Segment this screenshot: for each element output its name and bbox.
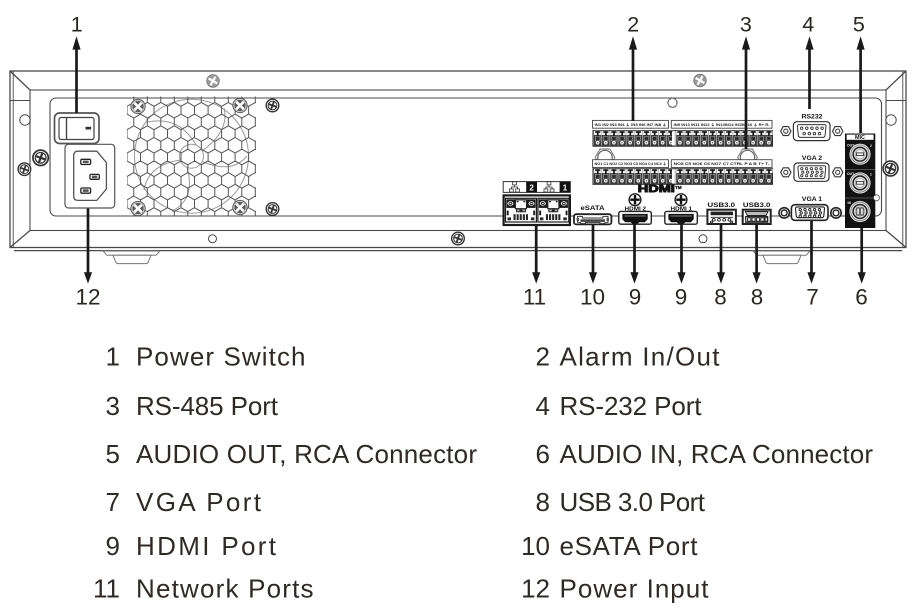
svg-text:4: 4 [536,391,550,421]
svg-text:11: 11 [93,574,120,604]
svg-text:8: 8 [751,284,764,309]
svg-text:2: 2 [536,341,550,371]
svg-text:3: 3 [740,13,752,37]
svg-text:Power Input: Power Input [560,574,710,604]
svg-text:10: 10 [580,284,605,309]
svg-text:VGA 2: VGA 2 [802,155,822,162]
svg-text:OUT: OUT [847,143,855,147]
svg-text:VGA 1: VGA 1 [802,196,822,203]
svg-text:VGA Port: VGA Port [136,487,262,517]
svg-text:2: 2 [627,13,639,37]
svg-text:5: 5 [106,439,120,469]
svg-text:USB 3.0 Port: USB 3.0 Port [560,487,706,517]
svg-text:Network Ports: Network Ports [136,574,314,604]
svg-text:NO1 C1 NO2 C2 NO3 C3 NO4 C4 NC: NO1 C1 NO2 C2 NO3 C3 NO4 C4 NC4 ⏚ [595,161,667,166]
svg-text:8: 8 [714,284,727,309]
svg-text:7: 7 [106,487,120,517]
svg-text:9: 9 [106,531,120,561]
svg-text:4: 4 [802,13,814,37]
svg-text:Alarm In/Out: Alarm In/Out [560,341,721,371]
svg-text:NO5 C5 NO6 C6 NO7 C7 CTRL P A: NO5 C5 NO6 C6 NO7 C7 CTRL P A B T+ T- [674,162,771,166]
svg-text:AUDIO IN, RCA Connector: AUDIO IN, RCA Connector [560,439,874,469]
svg-text:RS-232 Port: RS-232 Port [560,391,703,421]
svg-text:1: 1 [870,173,872,177]
svg-text:9: 9 [629,284,642,309]
svg-text:5: 5 [853,13,865,37]
svg-text:HDMI: HDMI [638,184,675,195]
svg-text:8: 8 [536,487,550,517]
svg-text:9: 9 [675,284,688,309]
svg-text:eSATA Port: eSATA Port [560,531,699,561]
svg-text:TM: TM [675,185,682,190]
svg-text:6: 6 [536,439,550,469]
svg-text:AUDIO OUT, RCA Connector: AUDIO OUT, RCA Connector [136,439,477,469]
svg-text:12: 12 [521,574,550,604]
svg-text:10: 10 [521,531,550,561]
svg-text:12: 12 [75,284,100,309]
svg-text:1: 1 [106,341,120,371]
svg-text:3: 3 [106,391,120,421]
svg-text:1: 1 [71,13,83,37]
svg-text:2: 2 [870,144,872,148]
svg-text:2: 2 [529,183,534,192]
svg-text:Power Switch: Power Switch [136,341,306,371]
svg-text:6: 6 [855,284,868,309]
svg-text:IN1 IN2 IN3 IN4 ⏚ IN5 IN6 IN7: IN1 IN2 IN3 IN4 ⏚ IN5 IN6 IN7 IN8 ⏚ [595,122,667,127]
svg-text:11: 11 [523,284,546,309]
svg-text:RS-485 Port: RS-485 Port [136,391,279,421]
svg-text:OUT: OUT [847,172,855,176]
svg-text:7: 7 [806,284,819,309]
svg-text:MIC: MIC [855,135,865,141]
svg-text:HDMI Port: HDMI Port [136,531,277,561]
svg-text:RS232: RS232 [802,113,823,120]
svg-text:HDMI 1: HDMI 1 [671,206,693,212]
svg-text:HDMI 2: HDMI 2 [625,206,647,212]
svg-text:USB3.0: USB3.0 [708,202,736,209]
svg-text:IN9 IN10 IN11 IN12 ⏚ IN13IN14: IN9 IN10 IN11 IN12 ⏚ IN13IN14 IN15IN16 ⏚… [674,122,771,127]
svg-text:1: 1 [563,183,568,192]
svg-text:eSATA: eSATA [581,205,605,212]
svg-text:USB3.0: USB3.0 [743,202,771,209]
svg-text:IN: IN [848,201,852,205]
